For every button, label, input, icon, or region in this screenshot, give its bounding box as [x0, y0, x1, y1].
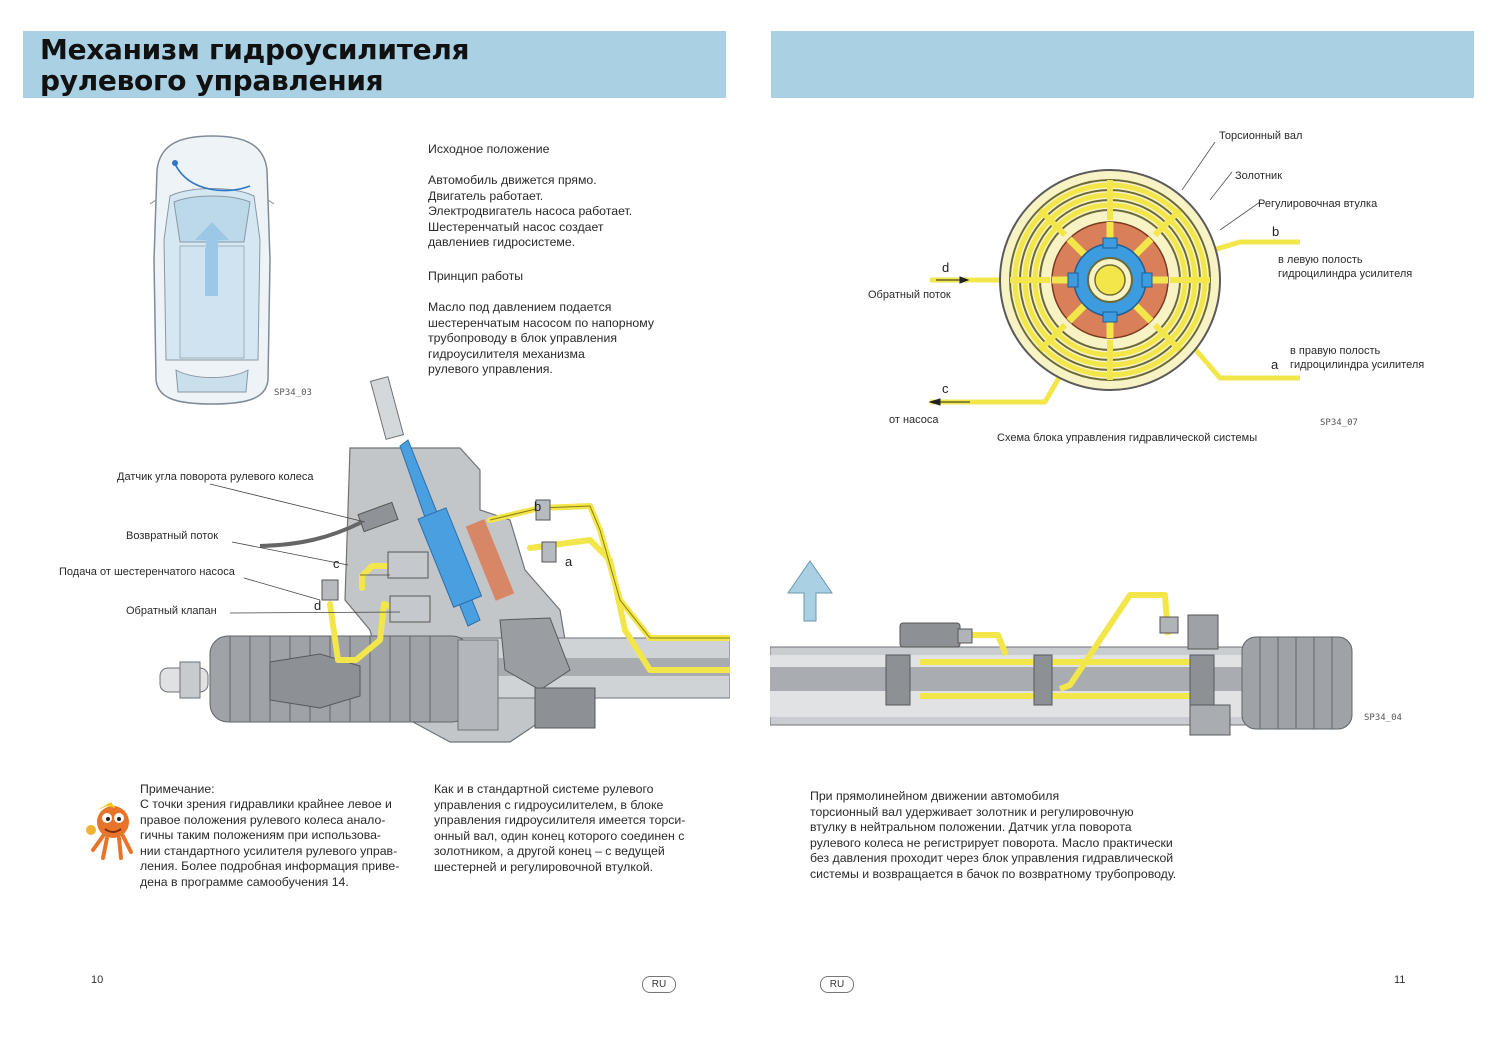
title-line-1: Механизм гидроусилителя — [40, 33, 470, 66]
lang-badge-right: RU — [820, 976, 854, 993]
car-top-view-illustration — [150, 135, 275, 405]
right-body-text: При прямолинейном движении автомобиля то… — [810, 789, 1177, 881]
label-check-valve: Обратный клапан — [126, 605, 217, 617]
note-heading: Примечание: — [140, 782, 215, 796]
lang-badge-left: RU — [642, 976, 676, 993]
rack-figure-code: SP34_04 — [1364, 713, 1402, 723]
steering-gear-illustration — [159, 376, 730, 743]
label-left-cavity-1: в левую полость — [1278, 254, 1363, 266]
label-left-cavity-2: гидроцилиндра усилителя — [1278, 268, 1413, 280]
letter-a-right: a — [1271, 357, 1279, 372]
letter-d-left: d — [314, 598, 322, 613]
left-leader-lines — [209, 483, 401, 614]
label-right-cavity-1: в правую полость — [1290, 345, 1381, 357]
label-torsion-shaft: Торсионный вал — [1219, 130, 1303, 142]
letter-d-right: d — [942, 260, 950, 275]
label-return-flow-right: Обратный поток — [868, 289, 951, 301]
letter-c-left: c — [333, 556, 340, 571]
hydraulic-control-diagram — [928, 141, 1300, 406]
middle-text: Как и в стандартной системе рулевого упр… — [434, 782, 686, 874]
letter-b-left: b — [534, 499, 542, 514]
label-spool: Золотник — [1235, 170, 1283, 182]
label-sleeve: Регулировочная втулка — [1258, 198, 1378, 210]
principle-text: Масло под давлением подается шестеренчат… — [428, 300, 654, 377]
page-number-left: 10 — [91, 974, 104, 986]
label-angle-sensor: Датчик угла поворота рулевого колеса — [117, 471, 314, 483]
left-title-banner — [23, 31, 726, 98]
label-from-pump: от насоса — [889, 414, 939, 426]
label-right-cavity-2: гидроцилиндра усилителя — [1290, 359, 1425, 371]
label-return-flow: Возвратный поток — [126, 530, 219, 542]
diagram-caption: Схема блока управления гидравлической си… — [997, 432, 1258, 444]
principle-heading: Принцип работы — [428, 269, 524, 283]
right-title-banner — [771, 31, 1474, 98]
page-number-right: 11 — [1394, 974, 1406, 986]
mascot-icon — [86, 802, 133, 860]
car-figure-code: SP34_03 — [274, 388, 312, 398]
intro-heading: Исходное положение — [428, 142, 550, 156]
page-title: Механизм гидроусилителя рулевого управле… — [40, 33, 470, 97]
letter-b-right: b — [1272, 224, 1280, 239]
rack-cylinder-illustration — [770, 560, 1353, 736]
letter-c-right: c — [942, 381, 949, 396]
diagram-code: SP34_07 — [1320, 418, 1358, 428]
letter-a-left: a — [565, 554, 573, 569]
title-line-2: рулевого управления — [40, 64, 384, 97]
label-pump-supply: Подача от шестеренчатого насоса — [59, 566, 235, 578]
intro-text: Автомобиль движется прямо. Двигатель раб… — [428, 173, 633, 250]
note-text: С точки зрения гидравлики крайнее левое … — [140, 797, 400, 889]
